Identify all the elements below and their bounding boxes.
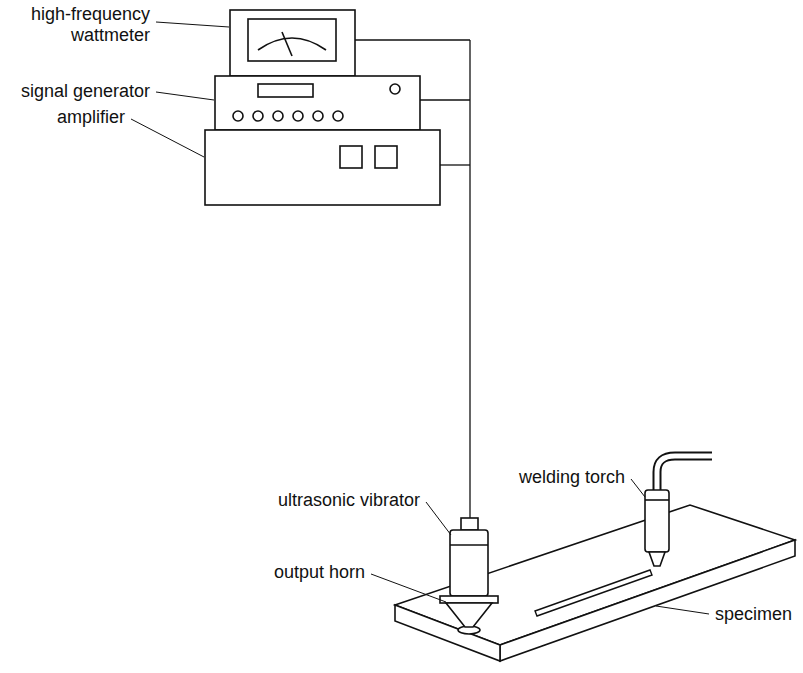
torch-hose-inner [657,456,712,492]
part-label: high-frequency wattmeter [10,4,150,46]
knob [273,111,283,121]
knob [293,111,303,121]
vibrator-body [450,530,488,596]
torch-band [645,499,669,501]
part-label: signal generator [21,81,150,102]
amplifier-panel [340,146,362,168]
wire [355,39,470,40]
torch-body [645,490,669,552]
leader-line [131,119,204,157]
wire [440,164,470,165]
wire [420,99,470,100]
part-label: output horn [274,562,365,583]
meter-needle [282,32,292,56]
wattmeter-screen [248,19,336,61]
part-label: ultrasonic vibrator [278,490,420,511]
leader-line [426,502,451,535]
leader-line [371,574,446,602]
part-label: welding torch [519,467,625,488]
knob [333,111,343,121]
knob [313,111,323,121]
part-label: specimen [715,604,792,625]
leader-line [156,22,229,27]
meter-scale [258,38,326,50]
knob [253,111,263,121]
vibrator-band [450,544,488,546]
amplifier-panel [375,146,397,168]
generator-case [215,76,420,130]
generator-display [258,84,313,97]
amplifier-case [205,130,440,205]
torch-nozzle [649,552,665,566]
horn-cone [446,603,492,627]
leader-line [656,606,709,614]
wattmeter-case [230,10,355,76]
weld-groove [535,570,652,616]
torch-hose [657,456,712,492]
specimen-front [500,540,795,661]
knob [390,84,400,94]
part-label: amplifier [57,107,125,128]
knob [233,111,243,121]
leader-line [631,479,645,497]
leader-line [156,92,214,100]
horn-flange [440,596,498,603]
vibrator-cap [461,518,478,530]
wire [469,40,470,518]
